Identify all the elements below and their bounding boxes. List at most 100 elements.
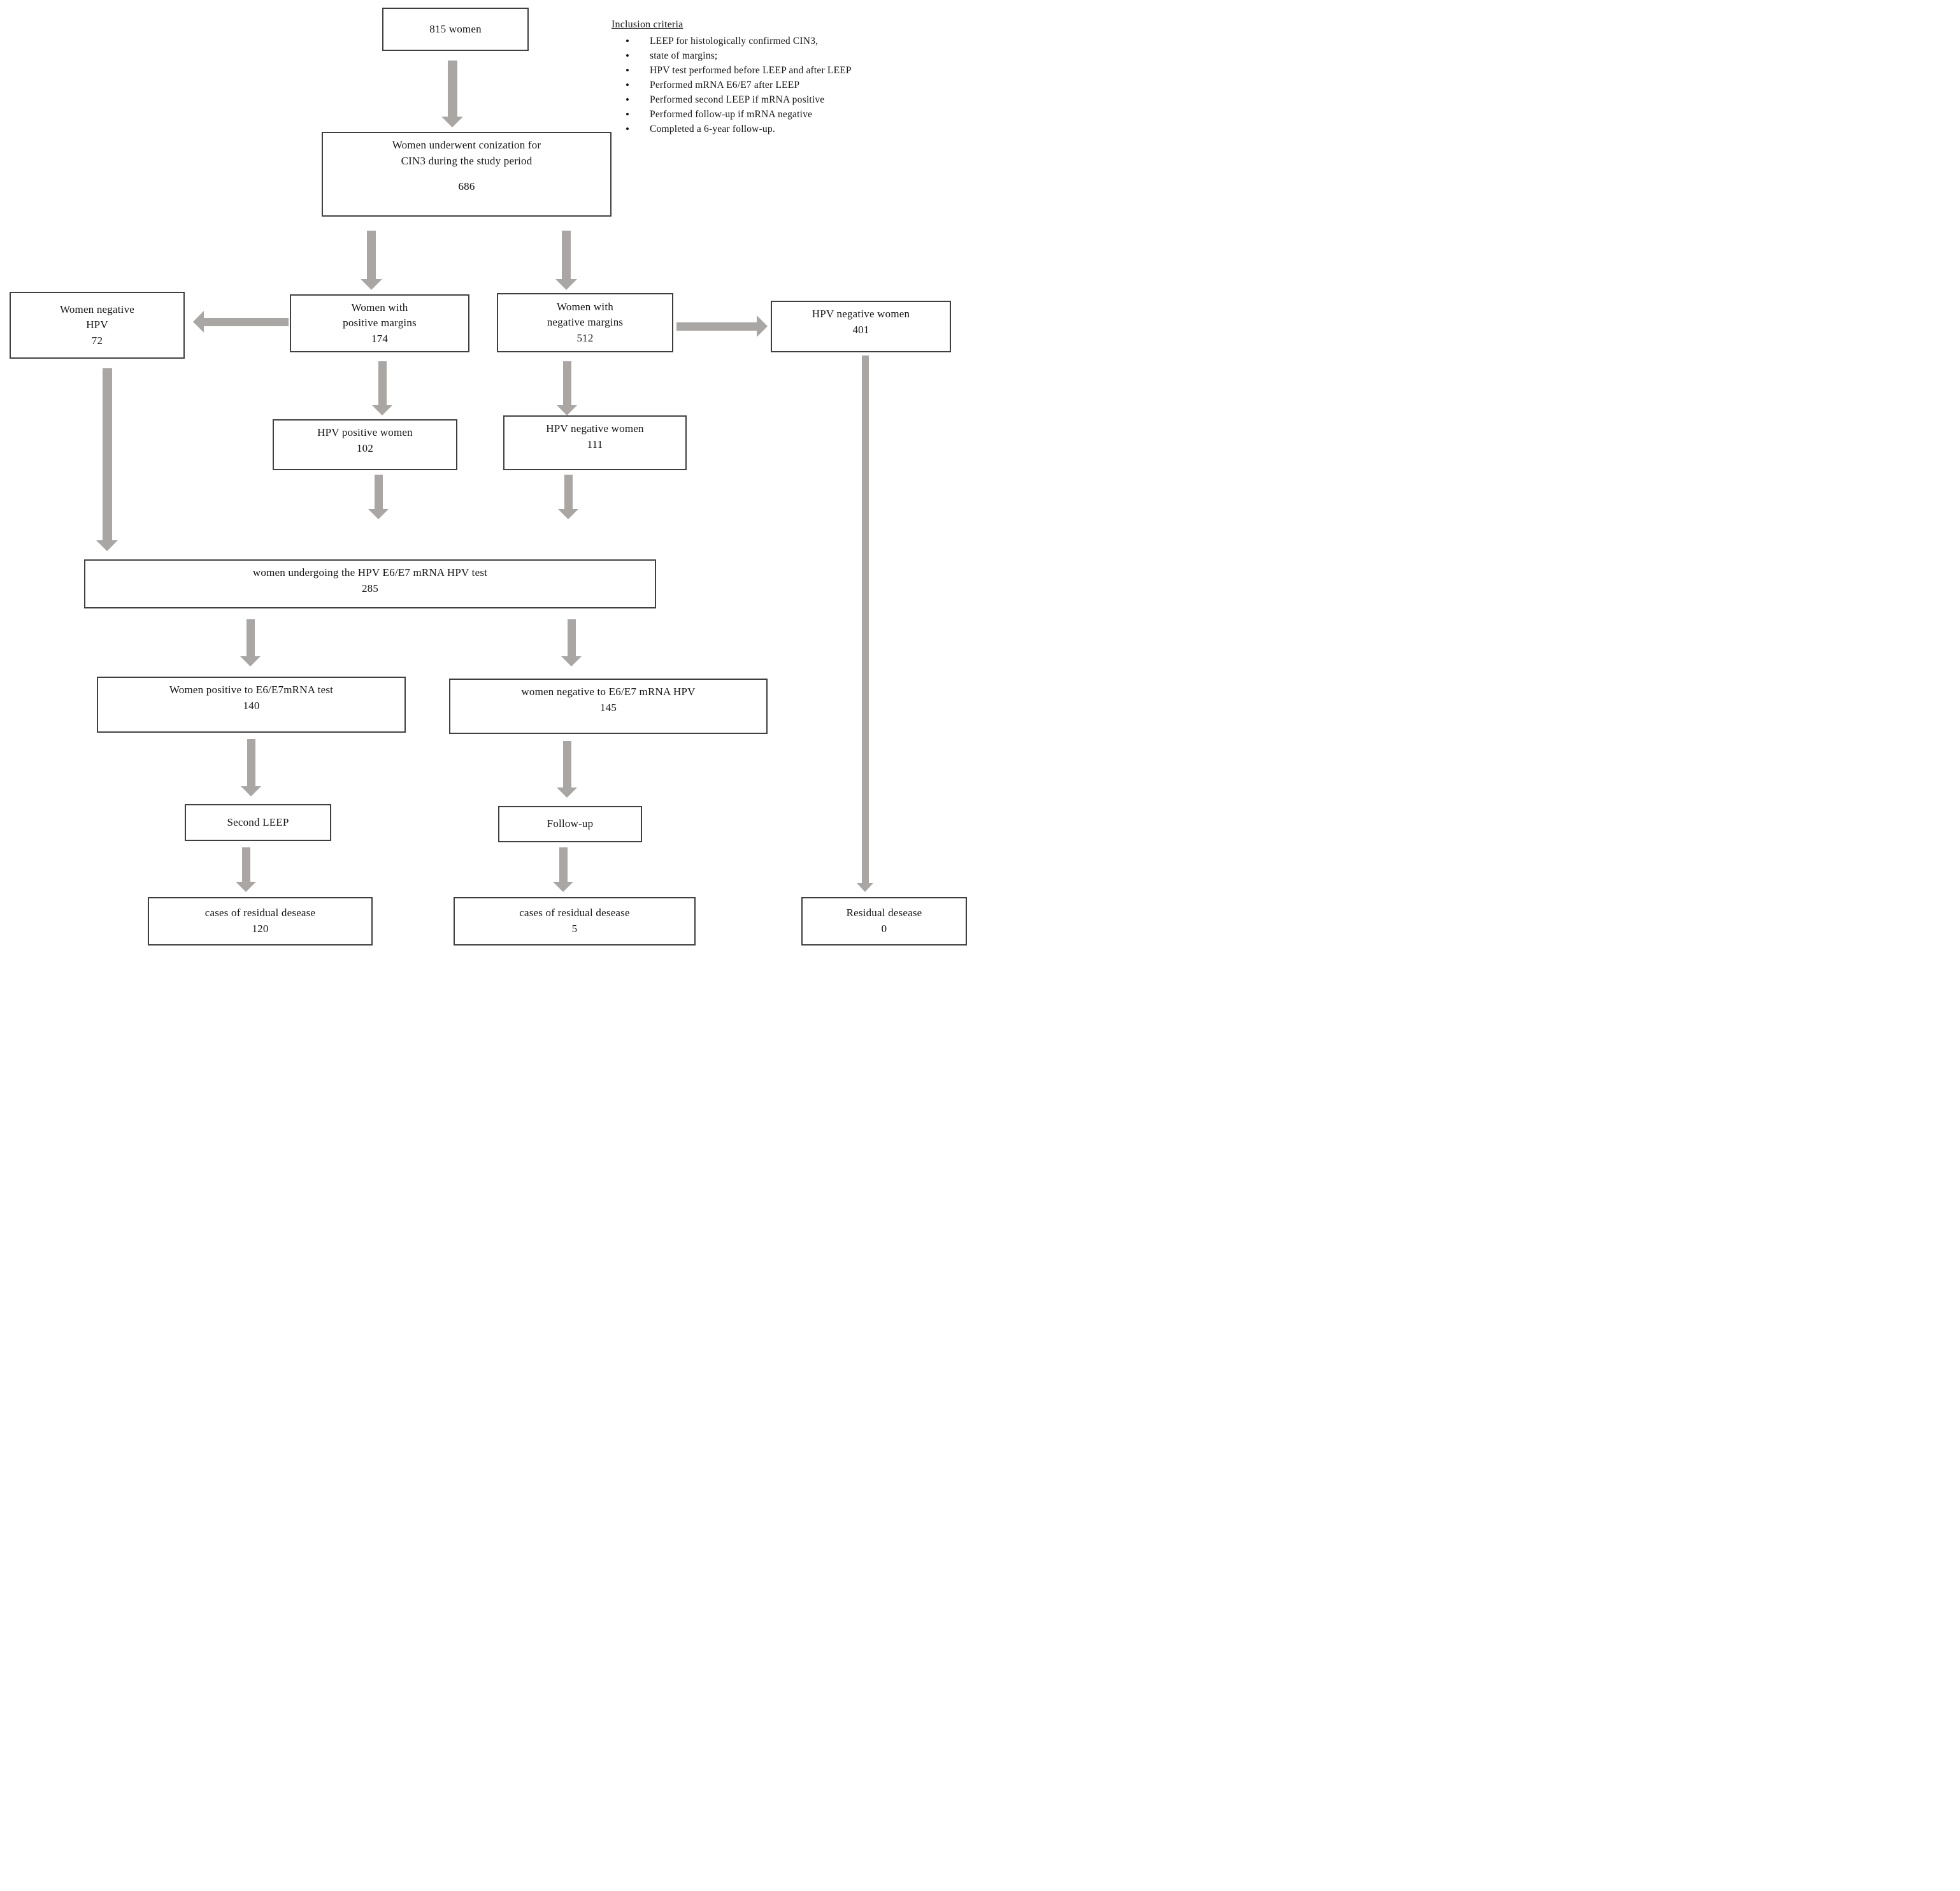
study-flow-diagram: Inclusion criteria LEEP for histological… [0,0,980,946]
arrow-total-to-conization-shaft [447,61,457,117]
node-residual-desease-0-line: Residual desease [846,907,922,919]
arrow-hpv401-to-residual0-shaft [861,356,869,883]
node-residual-cases-5: cases of residual desease 5 [454,897,696,946]
node-total-women: 815 women [382,8,529,51]
arrow-hpv111-to-285-shaft [564,475,573,509]
arrow-conization-to-negative [555,231,577,290]
arrow-negative-to-111-head [557,405,577,415]
node-mrna-test-285-line: 285 [361,582,379,594]
node-conization-cin3-line: CIN3 during the study period [401,154,533,167]
arrow-145-to-follow-up-head [557,787,577,798]
node-women-negative-hpv-line: Women negative [59,303,135,315]
node-hpv-positive-women-102: HPV positive women 102 [273,419,457,470]
arrow-conization-to-positive-shaft [367,231,376,279]
node-hpv-negative-women-111-line: 111 [587,438,603,450]
node-residual-cases-5-line: 5 [571,923,578,935]
arrow-negative-to-hpv401-shaft [676,322,757,331]
node-total-women-line: 815 women [429,22,482,35]
arrow-140-to-second-leep-head [241,786,261,796]
arrow-negative-to-111-shaft [562,361,571,405]
node-hpv-negative-women-401: HPV negative women 401 [771,301,951,352]
arrow-hpv111-to-285 [558,475,578,519]
node-negative-margins-line: Women with [557,300,613,313]
arrow-conization-to-negative-head [555,279,577,290]
node-follow-up: Follow-up [498,806,642,842]
inclusion-criteria-heading: Inclusion criteria [612,19,683,30]
arrow-positive-to-hpv72 [193,311,289,333]
arrow-negative-to-hpv401 [676,315,768,337]
node-conization-cin3-line: 686 [458,180,475,192]
arrow-positive-to-102-shaft [378,361,387,405]
arrow-285-to-145 [561,619,582,666]
node-residual-cases-120-line: 120 [252,923,269,935]
node-mrna-test-285: women undergoing the HPV E6/E7 mRNA HPV … [84,559,656,608]
arrow-hpv72-to-285 [96,368,118,551]
arrow-conization-to-positive [361,231,382,290]
arrow-positive-to-102 [372,361,392,415]
arrow-hpv401-to-residual0 [857,356,873,892]
inclusion-criteria-item-7: Completed a 6-year follow-up. [626,122,978,137]
arrow-second-leep-to-cases120 [236,847,256,892]
node-hpv-negative-women-401-line: HPV negative women [812,308,910,320]
node-hpv-positive-women-102-line: 102 [356,442,374,454]
node-conization-cin3-line [323,169,610,178]
node-positive-margins-line: Women with [351,301,408,313]
arrow-hpv102-to-285-shaft [374,475,383,509]
node-negative-margins-line: negative margins [547,316,624,329]
node-residual-desease-0-line: 0 [881,923,887,935]
inclusion-criteria-item-5: Performed second LEEP if mRNA positive [626,92,978,108]
node-women-negative-hpv-line: 72 [91,334,103,347]
node-second-leep: Second LEEP [185,804,331,841]
arrow-second-leep-to-cases120-shaft [241,847,250,882]
inclusion-criteria-list: LEEP for histologically confirmed CIN3,s… [612,34,978,137]
node-negative-margins-line: 512 [576,331,594,344]
arrow-negative-to-111 [557,361,577,415]
arrow-285-to-140-shaft [246,619,255,656]
arrow-hpv102-to-285-head [368,509,389,519]
inclusion-criteria-item-1: LEEP for histologically confirmed CIN3, [626,34,978,49]
arrow-follow-up-to-cases5-head [553,882,573,892]
node-hpv-negative-women-111-line: HPV negative women [546,422,644,435]
arrow-285-to-140 [240,619,261,666]
arrow-negative-to-hpv401-head [757,315,768,337]
node-mrna-positive-140-line: Women positive to E6/E7mRNA test [169,684,334,696]
arrow-140-to-second-leep [241,739,261,796]
arrow-second-leep-to-cases120-head [236,882,256,892]
node-mrna-negative-145-line: women negative to E6/E7 mRNA HPV [521,686,696,698]
node-mrna-positive-140-line: 140 [243,699,260,712]
inclusion-criteria-item-6: Performed follow-up if mRNA negative [626,107,978,122]
node-residual-desease-0: Residual desease 0 [801,897,967,946]
arrow-285-to-140-head [240,656,261,666]
arrow-positive-to-102-head [372,405,392,415]
node-mrna-positive-140: Women positive to E6/E7mRNA test 140 [97,677,406,733]
node-mrna-negative-145-line: 145 [599,701,617,714]
inclusion-criteria-block: Inclusion criteria LEEP for histological… [612,18,978,137]
arrow-follow-up-to-cases5-shaft [559,847,568,882]
arrow-conization-to-positive-head [361,279,382,290]
arrow-145-to-follow-up-shaft [562,741,571,787]
arrow-positive-to-hpv72-head [193,311,204,333]
arrow-total-to-conization-head [441,117,463,127]
node-residual-cases-5-line: cases of residual desease [519,907,630,919]
node-hpv-positive-women-102-line: HPV positive women [317,426,413,438]
arrow-hpv102-to-285 [368,475,389,519]
node-positive-margins: Women with positive margins 174 [290,294,469,352]
arrow-hpv72-to-285-head [96,540,118,551]
node-mrna-negative-145: women negative to E6/E7 mRNA HPV 145 [449,679,768,734]
node-hpv-negative-women-401-line: 401 [852,323,869,336]
arrow-total-to-conization [441,61,463,127]
arrow-140-to-second-leep-shaft [247,739,255,786]
arrow-285-to-145-shaft [567,619,576,656]
arrow-145-to-follow-up [557,741,577,798]
node-conization-cin3-line: Women underwent conization for [392,139,541,151]
node-follow-up-line: Follow-up [547,817,594,830]
node-women-negative-hpv-line: HPV [86,319,108,331]
arrow-hpv111-to-285-head [558,509,578,519]
node-positive-margins-line: positive margins [343,317,417,329]
arrow-conization-to-negative-shaft [562,231,571,279]
arrow-hpv401-to-residual0-head [857,883,873,892]
node-positive-margins-line: 174 [371,332,389,345]
